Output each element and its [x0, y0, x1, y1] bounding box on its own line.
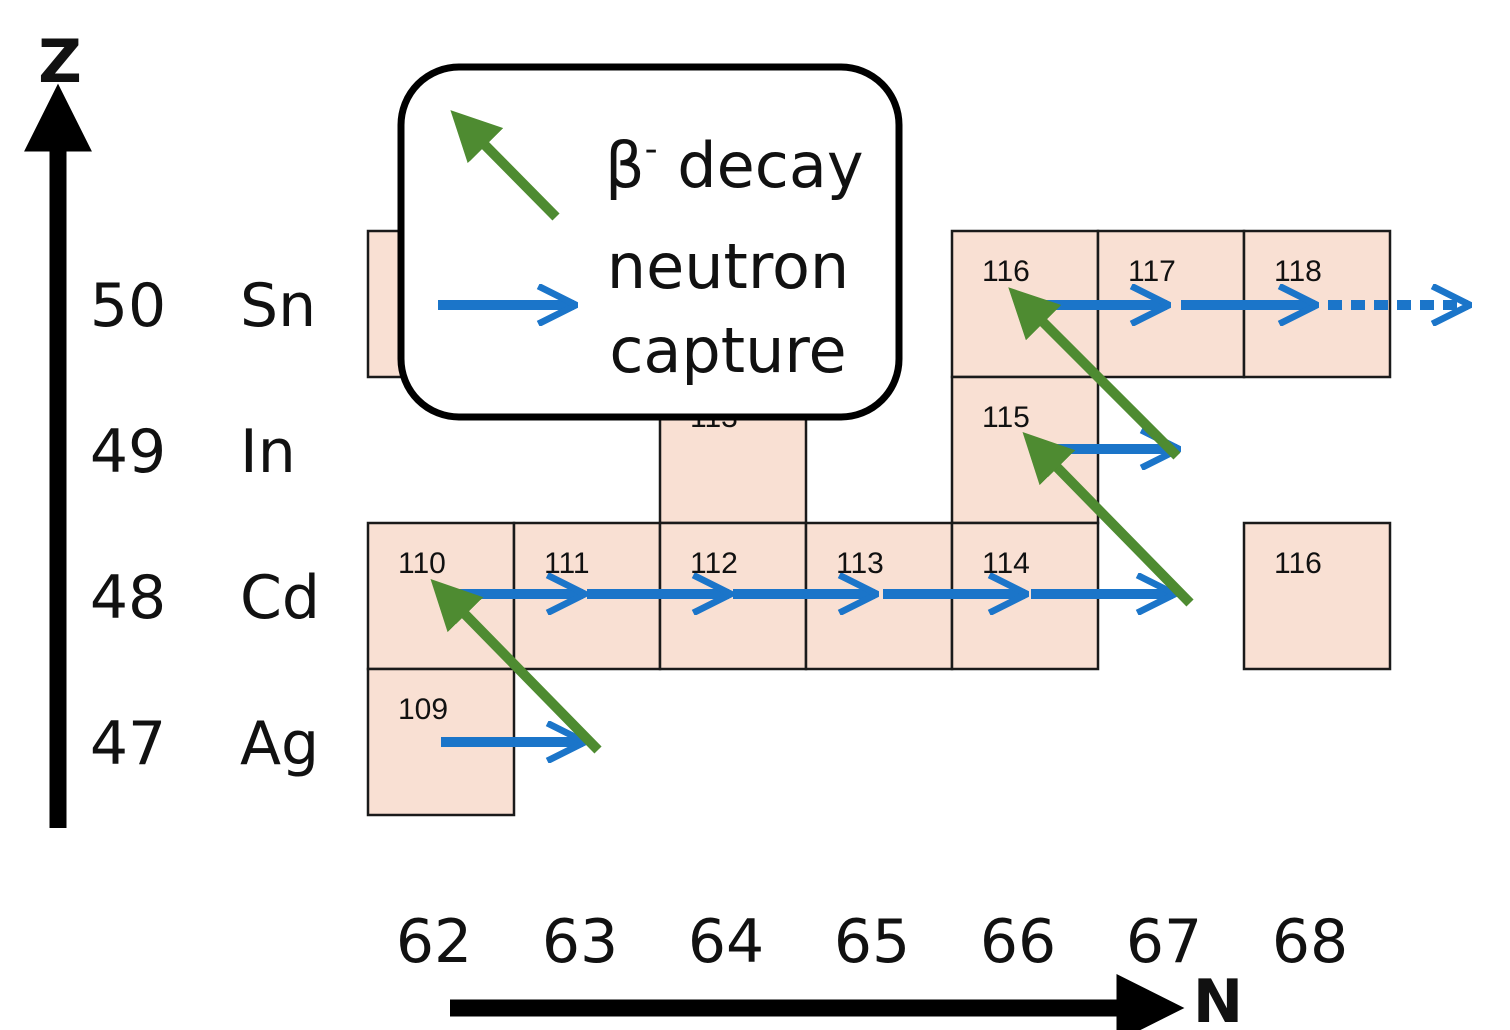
- element-symbol-label: In: [240, 417, 296, 487]
- z-value-label: 48: [90, 563, 166, 633]
- mass-number-label: 114: [982, 547, 1030, 580]
- legend-box: [397, 63, 903, 421]
- element-symbol-label: Sn: [240, 271, 316, 341]
- mass-number-label: 117: [1128, 255, 1176, 288]
- z-value-label: 50: [90, 271, 166, 341]
- z-value-label: 47: [90, 709, 166, 779]
- column-labels: 62 63 64 65 66 67 68: [396, 907, 1348, 977]
- legend-beta-decay-label: β- decay: [605, 129, 864, 202]
- process-arrows: [430, 287, 1468, 754]
- nuclide-cell-box: [1242, 521, 1392, 671]
- beta-decay-arrow: [430, 578, 602, 754]
- z-axis-label: Z: [38, 27, 82, 97]
- mass-number-label: 113: [836, 547, 884, 580]
- nuclide-cell-cd-n68: 116: [1242, 521, 1392, 671]
- mass-number-label: 111: [544, 547, 590, 580]
- n-value-label: 63: [542, 907, 618, 977]
- beta-decay-arrow: [1022, 431, 1194, 607]
- n-axis-label: N: [1193, 967, 1243, 1030]
- legend-neutron-capture-label-line1: neutron: [607, 230, 849, 303]
- n-value-label: 67: [1126, 907, 1202, 977]
- element-symbol-label: Cd: [240, 563, 320, 633]
- row-labels: 50 Sn 49 In 48 Cd 47 Ag: [90, 271, 320, 779]
- mass-number-label: 118: [1274, 255, 1322, 288]
- z-value-label: 49: [90, 417, 166, 487]
- mass-number-label: 115: [982, 401, 1030, 434]
- mass-number-label: 116: [982, 255, 1030, 288]
- mass-number-label: 109: [398, 693, 448, 726]
- legend-neutron-capture-label-line2: capture: [609, 314, 846, 387]
- n-value-label: 62: [396, 907, 472, 977]
- axes: Z N: [24, 27, 1243, 1030]
- n-value-label: 66: [980, 907, 1056, 977]
- mass-number-label: 110: [398, 547, 446, 580]
- mass-number-label: 116: [1274, 547, 1322, 580]
- n-value-label: 68: [1272, 907, 1348, 977]
- beta-decay-arrow: [1008, 287, 1181, 460]
- legend: β- decay neutron capture: [397, 63, 903, 421]
- element-symbol-label: Ag: [240, 709, 319, 779]
- n-value-label: 65: [834, 907, 910, 977]
- nuclide-cell-ag-n62: 109: [366, 667, 516, 817]
- legend-beta-decay-arrow: [450, 110, 560, 221]
- n-value-label: 64: [688, 907, 764, 977]
- mass-number-label: 112: [690, 547, 738, 580]
